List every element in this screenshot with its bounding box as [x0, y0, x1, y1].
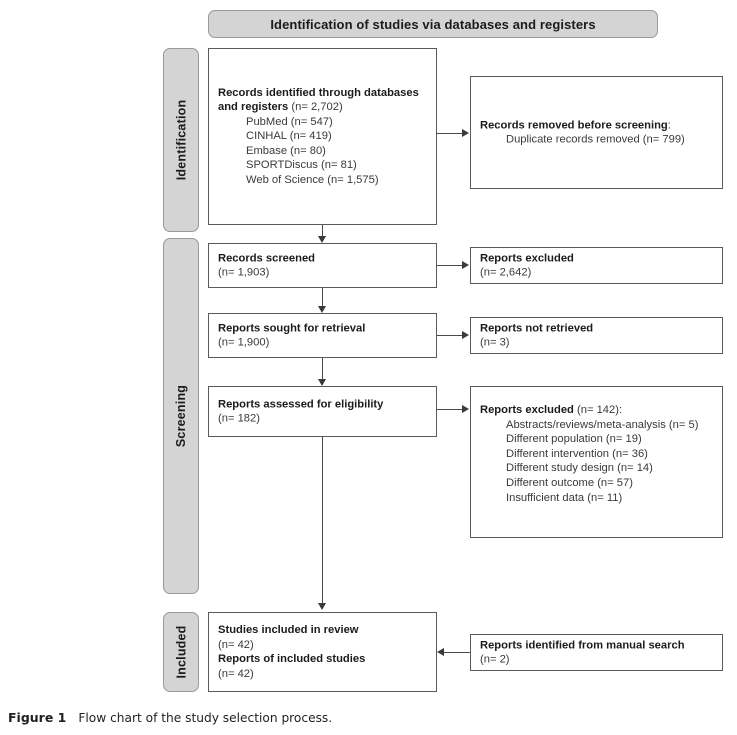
arrow-sought-to-not-retrieved	[462, 331, 469, 339]
connector-identified-to-screened	[322, 225, 323, 238]
source-web-of-science: Web of Science (n= 1,575)	[246, 173, 379, 186]
box-records-removed-before-screening: Records removed before screening: Duplic…	[470, 76, 723, 189]
box-reports-excluded-screening: Reports excluded (n= 2,642)	[470, 247, 723, 284]
arrow-identified-to-screened	[318, 236, 326, 243]
box-reports-not-retrieved: Reports not retrieved (n= 3)	[470, 317, 723, 354]
records-identified-title-line1: Records identified through databases	[218, 85, 430, 100]
records-removed-title-text: Records removed before screening	[480, 118, 668, 131]
reports-of-included-studies-count: (n= 42)	[218, 667, 254, 680]
box-reports-sought-for-retrieval: Reports sought for retrieval (n= 1,900)	[208, 313, 437, 358]
stage-label-screening: Screening	[163, 238, 199, 594]
reports-of-included-studies-title: Reports of included studies	[218, 653, 366, 665]
records-removed-title-colon: :	[667, 118, 671, 131]
reports-assessed-title: Reports assessed for eligibility	[218, 397, 384, 410]
arrow-screened-to-sought	[318, 306, 326, 313]
reports-assessed-count: (n= 182)	[218, 412, 260, 425]
figure-caption: Figure 1 Flow chart of the study selectio…	[8, 710, 332, 725]
records-screened-title: Records screened	[218, 251, 316, 264]
arrow-screened-to-excluded	[462, 261, 469, 269]
stage-label-identification-text: Identification	[174, 99, 189, 181]
connector-sought-to-not-retrieved	[437, 335, 463, 336]
source-embase: Embase (n= 80)	[246, 144, 326, 157]
stage-label-included: Included	[163, 612, 199, 692]
reports-excluded-2-title: Reports excluded (n= 142):	[480, 403, 716, 418]
reports-excluded-2-count: (n= 142):	[577, 404, 623, 416]
arrow-identified-to-removed	[462, 129, 469, 137]
records-identified-title-text: Records identified through databases	[218, 86, 419, 99]
records-identified-title-text2: and registers	[218, 101, 289, 114]
box-reports-excluded-eligibility: Reports excluded (n= 142): Abstracts/rev…	[470, 386, 723, 538]
source-pubmed: PubMed (n= 547)	[246, 115, 333, 128]
source-cinhal: CINHAL (n= 419)	[246, 130, 332, 143]
connector-assessed-to-included	[322, 437, 323, 605]
exclusion-reason-population: Different population (n= 19)	[506, 433, 642, 446]
connector-identified-to-removed	[437, 133, 463, 134]
figure-caption-text: Flow chart of the study selection proces…	[78, 711, 333, 725]
records-removed-title: Records removed before screening:	[480, 118, 716, 133]
section-header-identification-databases: Identification of studies via databases …	[208, 10, 658, 38]
connector-screened-to-excluded	[437, 265, 463, 266]
arrow-manual-search-to-included	[437, 648, 444, 656]
section-header-label: Identification of studies via databases …	[270, 16, 596, 32]
box-reports-assessed-for-eligibility: Reports assessed for eligibility (n= 182…	[208, 386, 437, 437]
figure-number: Figure 1	[8, 710, 67, 725]
connector-assessed-to-excluded2	[437, 409, 463, 410]
connector-sought-to-assessed	[322, 358, 323, 381]
reports-not-retrieved-count: (n= 3)	[480, 336, 510, 349]
connector-manual-search-to-included	[444, 652, 470, 653]
records-identified-count: (n= 2,702)	[291, 101, 343, 114]
records-screened-count: (n= 1,903)	[218, 266, 270, 279]
reports-excluded-2-title-text: Reports excluded	[480, 404, 574, 416]
reports-sought-title: Reports sought for retrieval	[218, 321, 366, 334]
reports-not-retrieved-title: Reports not retrieved	[480, 321, 594, 334]
box-reports-identified-manual-search: Reports identified from manual search (n…	[470, 634, 723, 671]
arrow-assessed-to-excluded2	[462, 405, 469, 413]
reports-excluded-1-count: (n= 2,642)	[480, 266, 532, 279]
stage-label-screening-text: Screening	[174, 384, 188, 448]
source-sportdiscus: SPORTDiscus (n= 81)	[246, 159, 357, 172]
studies-included-count: (n= 42)	[218, 638, 254, 651]
reports-excluded-1-title: Reports excluded	[480, 251, 574, 264]
reports-sought-count: (n= 1,900)	[218, 336, 270, 349]
studies-included-title: Studies included in review	[218, 623, 359, 636]
exclusion-reason-outcome: Different outcome (n= 57)	[506, 476, 633, 489]
duplicate-records-removed: Duplicate records removed (n= 799)	[506, 133, 685, 146]
exclusion-reason-intervention: Different intervention (n= 36)	[506, 447, 648, 460]
arrow-assessed-to-included	[318, 603, 326, 610]
box-records-identified: Records identified through databases and…	[208, 48, 437, 225]
stage-label-included-text: Included	[174, 625, 188, 679]
box-studies-included-in-review: Studies included in review (n= 42) Repor…	[208, 612, 437, 692]
manual-search-count: (n= 2)	[480, 653, 510, 666]
connector-screened-to-sought	[322, 288, 323, 308]
arrow-sought-to-assessed	[318, 379, 326, 386]
exclusion-reason-study-design: Different study design (n= 14)	[506, 462, 653, 475]
records-identified-title-line2: and registers (n= 2,702)	[218, 100, 430, 115]
exclusion-reason-insufficient-data: Insufficient data (n= 11)	[506, 491, 623, 504]
stage-label-identification: Identification	[163, 48, 199, 232]
exclusion-reason-abstracts: Abstracts/reviews/meta-analysis (n= 5)	[506, 418, 699, 431]
box-records-screened: Records screened (n= 1,903)	[208, 243, 437, 288]
manual-search-title: Reports identified from manual search	[480, 638, 685, 651]
